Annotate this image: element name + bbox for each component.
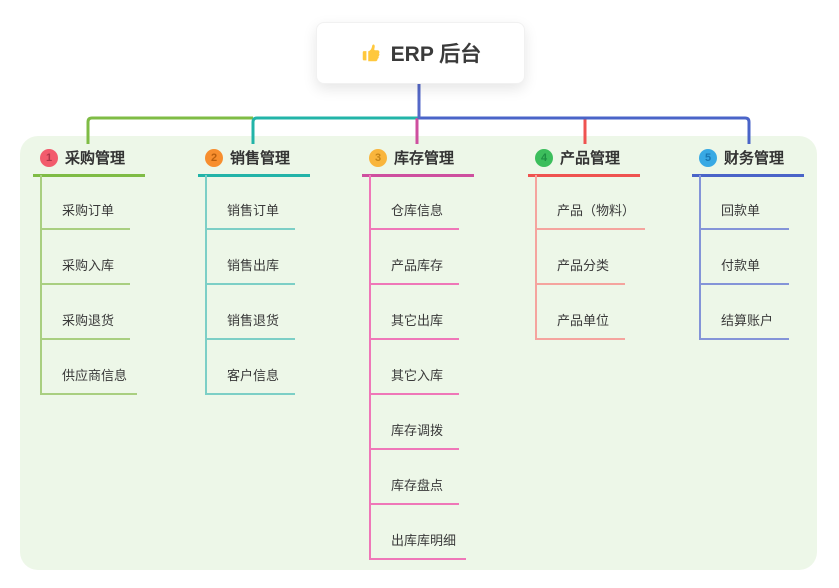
node-sales-return[interactable]: 销售退货 — [207, 285, 295, 340]
node-customer-info[interactable]: 客户信息 — [207, 340, 295, 395]
priority-badge-5: 5 — [699, 148, 717, 167]
branch-children-inventory: 仓库信息 产品库存 其它出库 其它入库 库存调拨 库存盘点 出库库明细 — [369, 175, 467, 560]
node-purchase-order[interactable]: 采购订单 — [42, 175, 130, 230]
node-warehouse-info[interactable]: 仓库信息 — [371, 175, 459, 230]
branch-title-label: 库存管理 — [394, 150, 455, 167]
branch-title-label: 产品管理 — [560, 150, 621, 167]
node-sales-order[interactable]: 销售订单 — [207, 175, 295, 230]
node-product-category[interactable]: 产品分类 — [537, 230, 625, 285]
branch-title-inventory[interactable]: 3 库存管理 — [362, 147, 474, 177]
priority-badge-3: 3 — [369, 148, 387, 167]
branch-title-finance[interactable]: 5 财务管理 — [692, 147, 804, 177]
branch-children-finance: 回款单 付款单 结算账户 — [699, 175, 789, 340]
branch-title-sales[interactable]: 2 销售管理 — [198, 147, 310, 177]
node-product-stock[interactable]: 产品库存 — [371, 230, 459, 285]
node-settlement-account[interactable]: 结算账户 — [701, 285, 789, 340]
node-supplier-info[interactable]: 供应商信息 — [42, 340, 138, 395]
root-title: ERP 后台 — [390, 43, 482, 66]
priority-badge-1: 1 — [40, 148, 58, 167]
node-purchase-inbound[interactable]: 采购入库 — [42, 230, 130, 285]
node-other-inbound[interactable]: 其它入库 — [371, 340, 459, 395]
thumbs-up-icon — [362, 44, 380, 62]
node-stock-count[interactable]: 库存盘点 — [371, 450, 459, 505]
branch-title-product[interactable]: 4 产品管理 — [528, 147, 640, 177]
root-node-erp[interactable]: ERP 后台 — [316, 22, 525, 84]
priority-badge-2: 2 — [205, 148, 223, 167]
node-stock-transfer[interactable]: 库存调拨 — [371, 395, 459, 450]
branch-children-purchase: 采购订单 采购入库 采购退货 供应商信息 — [40, 175, 138, 395]
node-purchase-return[interactable]: 采购退货 — [42, 285, 130, 340]
branch-children-sales: 销售订单 销售出库 销售退货 客户信息 — [205, 175, 295, 395]
node-product-material[interactable]: 产品（物料） — [537, 175, 646, 230]
priority-badge-4: 4 — [535, 148, 553, 167]
node-outbound-detail[interactable]: 出库库明细 — [371, 505, 467, 560]
node-product-unit[interactable]: 产品单位 — [537, 285, 625, 340]
branch-children-product: 产品（物料） 产品分类 产品单位 — [535, 175, 646, 340]
node-other-outbound[interactable]: 其它出库 — [371, 285, 459, 340]
branch-title-label: 采购管理 — [65, 150, 126, 167]
node-receipt-slip[interactable]: 回款单 — [701, 175, 789, 230]
branch-title-label: 财务管理 — [724, 150, 785, 167]
branch-title-label: 销售管理 — [230, 150, 291, 167]
node-sales-outbound[interactable]: 销售出库 — [207, 230, 295, 285]
branch-title-purchase[interactable]: 1 采购管理 — [33, 147, 145, 177]
mindmap-background-panel — [20, 136, 817, 570]
node-payment-slip[interactable]: 付款单 — [701, 230, 789, 285]
